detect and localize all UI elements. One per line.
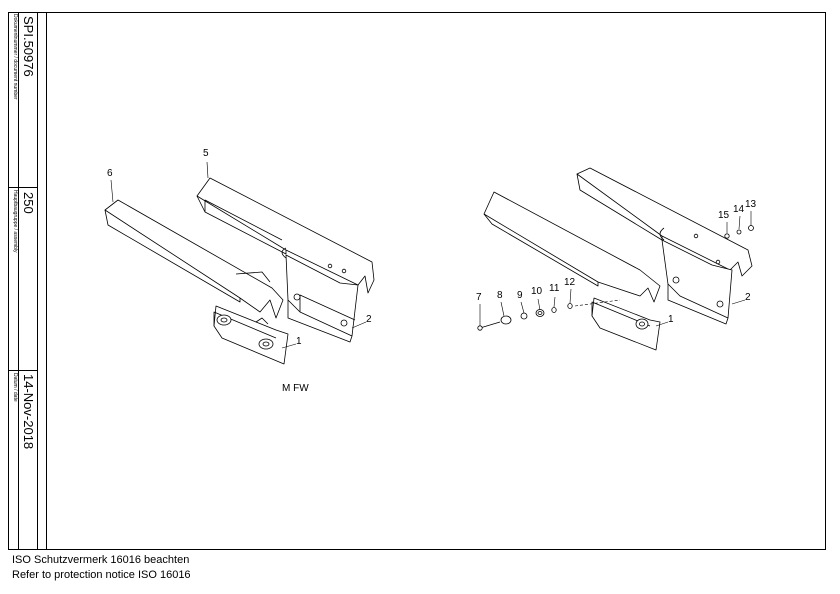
fastener-stack: [477, 225, 754, 331]
callout-1-right: 1: [668, 314, 674, 325]
callout-5-left: 5: [203, 148, 209, 159]
left-assembly: [104, 177, 375, 365]
callout-1-left: 1: [296, 336, 302, 347]
rail-right-front: [483, 191, 661, 303]
footer-line-1: ISO Schutzvermerk 16016 beachten: [12, 554, 190, 566]
footer-line-2: Refer to protection notice ISO 16016: [12, 569, 191, 581]
drawing-frame: [8, 12, 826, 550]
title-block-divider: [8, 370, 37, 371]
callout-6-left: 6: [107, 168, 113, 179]
callout-12: 12: [564, 277, 576, 288]
title-block: Dokumentnummer / document number SPI.509…: [8, 12, 47, 550]
callout-2-left: 2: [366, 314, 372, 325]
callout-13: 13: [745, 199, 757, 210]
callout-10: 10: [531, 286, 543, 297]
drawing-caption: M FW: [282, 383, 309, 394]
callout-15: 15: [718, 210, 730, 221]
title-block-divider: [8, 187, 37, 188]
callout-9: 9: [517, 290, 523, 301]
title-block-label-column: [8, 12, 19, 550]
right-assembly: [483, 167, 753, 351]
callout-7: 7: [476, 292, 482, 303]
title-block-spacer: [37, 12, 46, 550]
callout-2-right: 2: [745, 292, 751, 303]
rail-part-6: [104, 199, 284, 319]
callout-14: 14: [733, 204, 745, 215]
callout-8: 8: [497, 290, 503, 301]
leader-lines: [110, 161, 752, 349]
callout-11: 11: [549, 283, 560, 294]
rail-right-back: [576, 167, 753, 277]
